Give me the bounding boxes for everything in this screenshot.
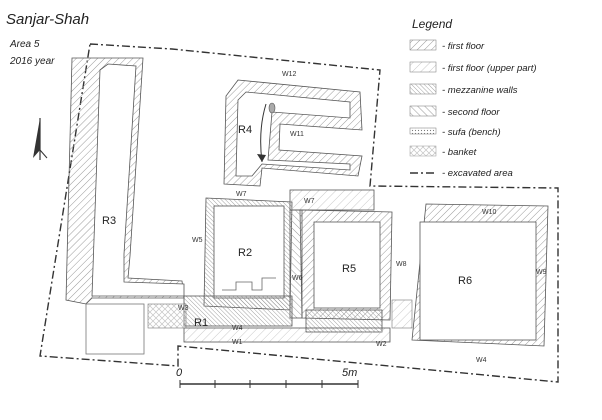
legend-label-second-floor: - second floor <box>442 107 500 118</box>
area-label: Area 5 <box>9 39 40 50</box>
wall-label-w4-upper: W4 <box>232 325 243 332</box>
legend-label-mezzanine: - mezzanine walls <box>442 85 518 96</box>
wall-label-w2: W2 <box>376 341 387 348</box>
room-r5-floor <box>313 221 381 309</box>
wall-label-w11: W11 <box>290 131 304 138</box>
year-label: 2016 year <box>9 56 55 67</box>
wall-label-w8: W8 <box>396 261 407 268</box>
scale-label-end: 5m <box>342 367 357 379</box>
wall-label-w1: W1 <box>232 339 243 346</box>
r1-rubble <box>147 303 187 329</box>
wall-label-w4-lower: W4 <box>476 357 487 364</box>
scale-label-start: 0 <box>176 367 183 379</box>
room-r6-floor <box>419 221 537 341</box>
wall-label-w5: W5 <box>192 237 203 244</box>
legend: Legend - first floor - first floor (uppe… <box>409 17 537 179</box>
room-label-r4: R4 <box>238 124 252 136</box>
excavated-area-boundary <box>39 43 559 383</box>
wall-label-w6: W6 <box>292 275 303 282</box>
room-label-r2: R2 <box>238 247 252 259</box>
room-r3-floor <box>91 63 185 297</box>
legend-swatch-mezzanine <box>409 83 437 95</box>
wall-w4-band <box>183 295 293 327</box>
lower-left-trench <box>85 303 145 355</box>
wall-label-w12: W12 <box>282 71 297 78</box>
room-r2-floor <box>213 205 285 299</box>
room-label-r5: R5 <box>342 263 356 275</box>
legend-swatch-sufa <box>409 127 437 135</box>
legend-label-sufa: - sufa (bench) <box>442 127 501 138</box>
r2-steps <box>222 277 276 291</box>
legend-swatch-first-floor <box>409 39 437 51</box>
north-arrow-icon <box>33 118 48 160</box>
legend-swatch-second-floor <box>409 105 437 117</box>
legend-label-excavated: - excavated area <box>442 168 513 179</box>
legend-label-banket: - banket <box>442 147 477 158</box>
room-label-r3: R3 <box>102 215 116 227</box>
wall-w2-stub <box>391 299 413 329</box>
legend-swatch-first-floor-upper <box>409 61 437 73</box>
legend-heading: Legend <box>412 17 452 31</box>
legend-label-first-floor: - first floor <box>442 41 485 52</box>
legend-label-first-floor-upper: - first floor (upper part) <box>442 63 537 74</box>
r4-arrow-head-icon <box>257 154 266 162</box>
wall-label-w3: W3 <box>178 305 189 312</box>
legend-swatch-banket <box>409 145 437 157</box>
wall-w7-strip <box>289 189 375 211</box>
wall-label-w7-right: W7 <box>304 198 315 205</box>
wall-label-w7-left: W7 <box>236 191 247 198</box>
plan-title: Sanjar-Shah <box>6 11 89 28</box>
scale-bar: 0 5m <box>176 367 359 388</box>
wall-label-w10: W10 <box>482 209 497 216</box>
room-label-r6: R6 <box>458 275 472 287</box>
wall-w6 <box>289 209 303 319</box>
wall-w1-band <box>183 327 391 343</box>
wall-label-w9: W9 <box>536 269 547 276</box>
r4-pit-icon <box>268 102 276 114</box>
room-label-r1: R1 <box>194 317 208 329</box>
